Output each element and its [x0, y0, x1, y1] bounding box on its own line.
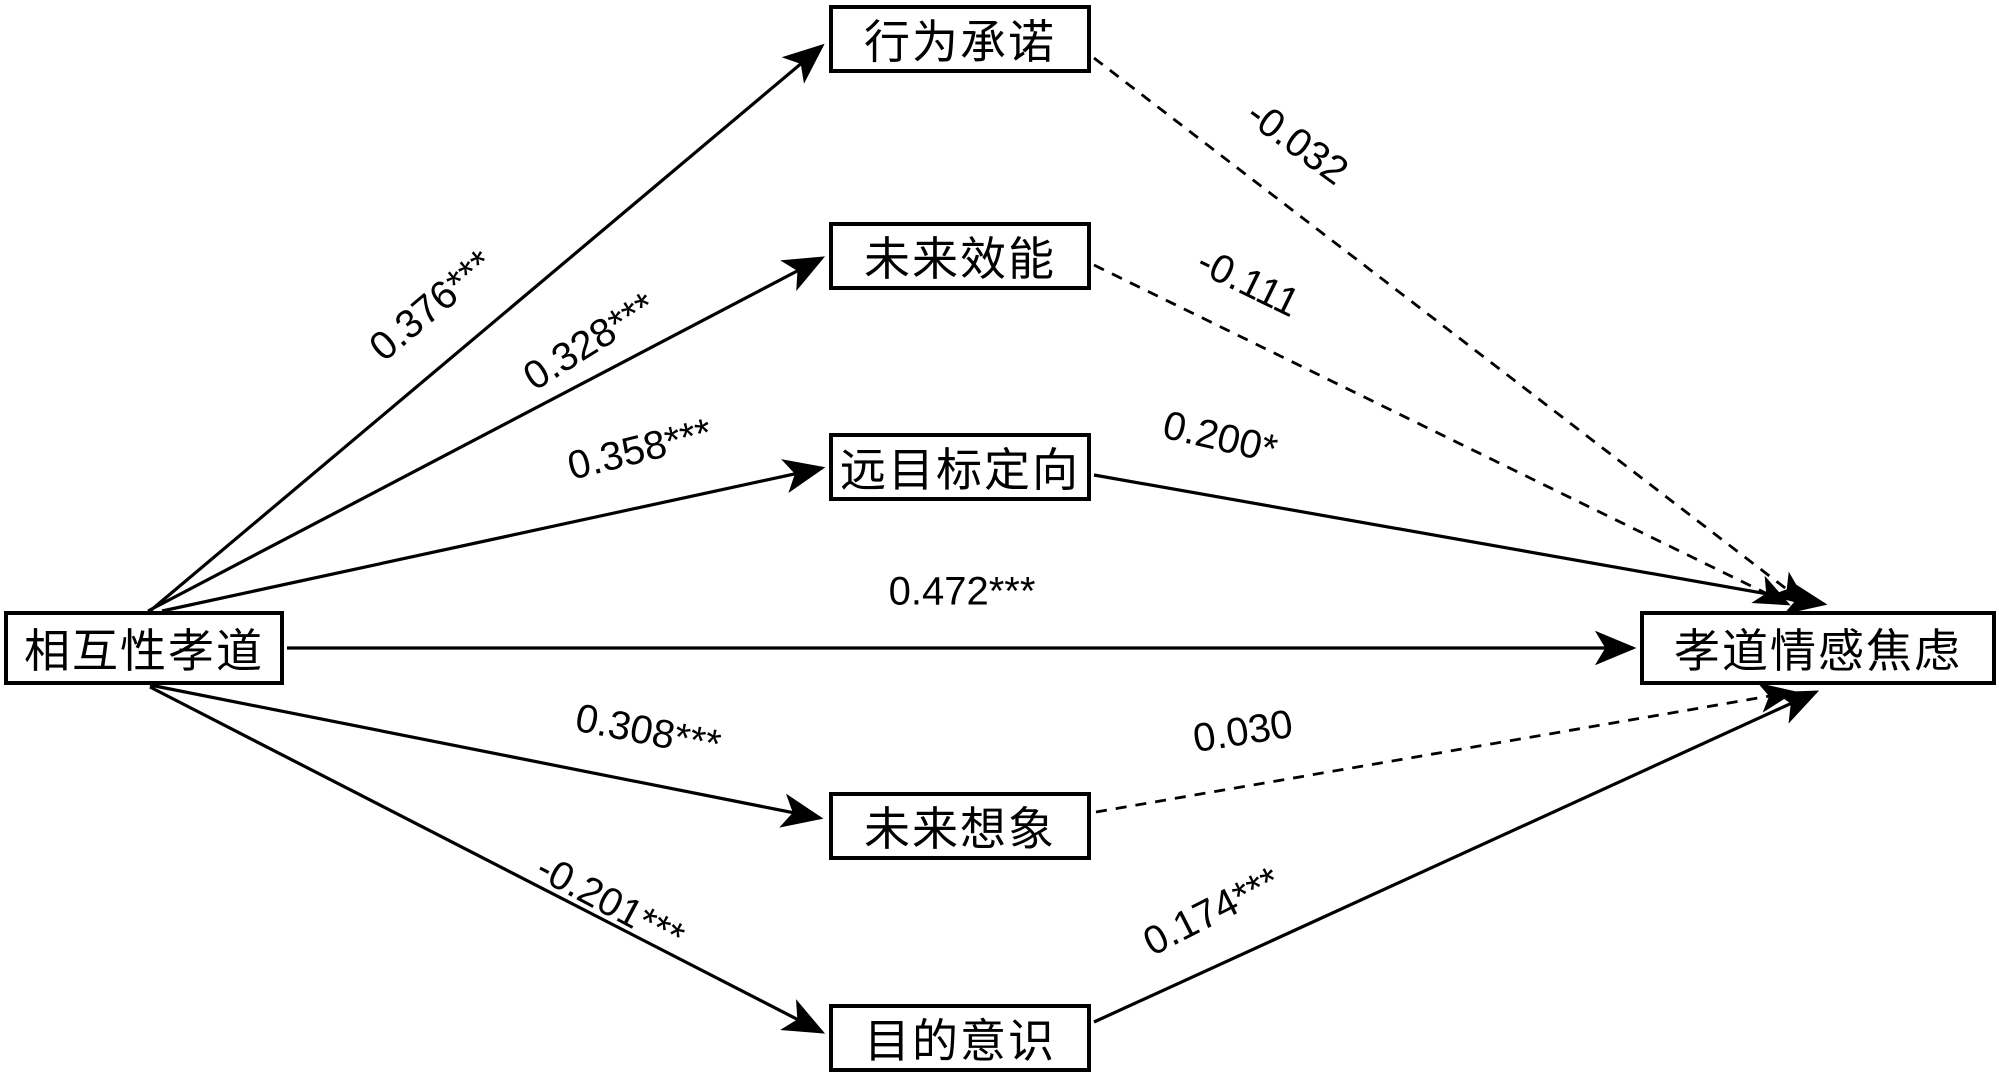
coefficient-predictor-to-outcome-direct: 0.472*** — [888, 569, 1036, 614]
node-mediator-sense-of-purpose: 目的意识 — [829, 1004, 1091, 1072]
path-line-distal-goal-to-outcome — [1093, 473, 1828, 615]
node-outcome: 孝道情感焦虑 — [1640, 611, 1996, 685]
path-line-predictor-to-behavioral-commitment — [148, 43, 825, 613]
path-line-behavioral-commitment-to-outcome — [1093, 56, 1809, 606]
node-mediator-future-imagination: 未来想象 — [829, 792, 1091, 860]
path-line-future-imagination-to-outcome — [1095, 682, 1796, 814]
path-line-sense-of-purpose-to-outcome — [1093, 690, 1820, 1024]
node-mediator-behavioral-commitment: 行为承诺 — [829, 5, 1091, 73]
path-line-predictor-to-distal-goal — [161, 459, 826, 613]
node-mediator-future-efficacy: 未来效能 — [829, 222, 1091, 290]
path-line-future-efficacy-to-outcome — [1093, 263, 1791, 606]
path-line-predictor-to-future-imagination — [149, 683, 824, 828]
node-mediator-distal-goal-orientation: 远目标定向 — [829, 433, 1091, 501]
path-line-predictor-to-sense-of-purpose — [149, 685, 826, 1034]
path-line-predictor-to-future-efficacy — [147, 256, 826, 613]
node-predictor: 相互性孝道 — [4, 611, 284, 685]
